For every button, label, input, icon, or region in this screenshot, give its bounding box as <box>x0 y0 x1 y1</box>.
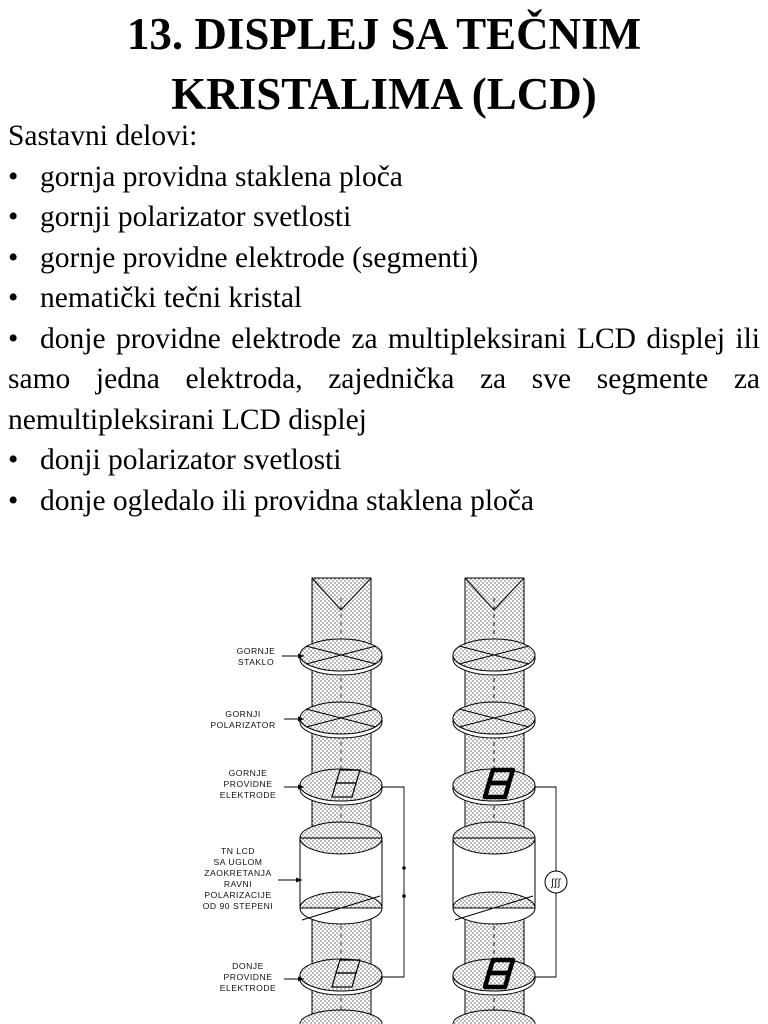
bullet: • <box>8 444 19 476</box>
bullet: • <box>8 282 19 314</box>
bullet: • <box>8 241 19 274</box>
right-bottom-disc-edge <box>452 1009 536 1024</box>
label-line: ZAOKRETANJA <box>204 868 271 878</box>
label-gornji-polarizator: GORNJI POLARIZATOR <box>210 709 304 730</box>
label-line: STAKLO <box>238 657 274 667</box>
label-line: TN LCD <box>221 846 255 856</box>
left-top-glass-disc <box>299 638 383 676</box>
right-top-polarizer-disc <box>452 701 536 739</box>
list-item-text: gornja providna staklena ploča <box>40 160 403 193</box>
label-line: POLARIZATOR <box>210 720 275 730</box>
title-line-2: KRISTALIMA (LCD) <box>171 69 597 119</box>
left-top-segment-outline <box>331 769 361 798</box>
label-gornje-elektrode: GORNJE PROVIDNE ELEKTRODE <box>220 768 304 800</box>
label-line: PROVIDNE <box>224 972 273 982</box>
page-title: 13. DISPLEJ SA TEČNIM KRISTALIMA (LCD) <box>0 4 768 124</box>
list-item: •donje providne elektrode za multipleksi… <box>8 319 760 441</box>
list-item-text: donje ogledalo ili providna staklena plo… <box>40 484 534 517</box>
ac-source <box>544 870 568 894</box>
label-line: GORNJE <box>229 768 268 778</box>
switch-contact <box>402 894 406 898</box>
list-item-text: gornji polarizator svetlosti <box>40 201 352 233</box>
lcd-structure-diagram: ʃʃʃ GORNJE STAKLO GORNJI POLARIZATOR GOR… <box>203 577 568 1024</box>
label-donje-elektrode: DONJE PROVIDNE ELEKTRODE <box>220 961 304 993</box>
right-wire <box>535 893 557 978</box>
label-line: SA UGLOM <box>214 857 263 867</box>
list-item: • gornji polarizator svetlosti <box>8 197 760 238</box>
right-wire <box>535 786 557 871</box>
label-line: GORNJE <box>237 646 276 656</box>
title-line-1: 13. DISPLEJ SA TEČNIM <box>126 9 642 59</box>
intro-text: Sastavni delovi: <box>8 120 198 152</box>
left-lc-cylinder <box>299 821 383 925</box>
list-item-text: donje providne elektrode za multipleksir… <box>8 322 760 436</box>
left-top-electrode-disc <box>299 768 383 806</box>
right-top-electrode-disc <box>452 767 536 806</box>
label-gornje-staklo: GORNJE STAKLO <box>237 646 304 667</box>
list-item: • gornja providna staklena ploča <box>8 157 760 198</box>
left-wire <box>382 786 405 978</box>
right-top-segment-active <box>482 767 516 800</box>
right-top-glass-disc <box>452 638 536 676</box>
right-bottom-electrode-disc <box>452 957 536 996</box>
bullet: • <box>8 160 19 193</box>
bullet: • <box>8 484 19 517</box>
label-line: ELEKTRODE <box>220 790 277 800</box>
list-item: • donje ogledalo ili providna staklena pl… <box>8 481 760 522</box>
ac-source-symbol-icon: ʃʃʃ <box>550 878 562 889</box>
right-bottom-segment-active <box>482 957 516 990</box>
bullet: • <box>8 322 19 355</box>
label-line: ELEKTRODE <box>220 983 277 993</box>
switch-contact <box>402 866 406 870</box>
label-line: PROVIDNE <box>224 779 273 789</box>
left-bottom-electrode-disc <box>299 958 383 996</box>
list-item: • nematički tečni kristal <box>8 278 760 319</box>
right-lc-cylinder <box>452 821 536 925</box>
list-item: • gornje providne elektrode (segmenti) <box>8 238 760 279</box>
list-item-text: donji polarizator svetlosti <box>40 444 342 476</box>
left-bottom-disc-edge <box>299 1009 383 1024</box>
component-list: Sastavni delovi: • gornja providna stakle… <box>8 116 760 521</box>
bullet: • <box>8 201 19 233</box>
list-item-text: nematički tečni kristal <box>40 282 303 314</box>
list-item-text: gornje providne elektrode (segmenti) <box>40 241 479 274</box>
label-line: POLARIZACIJE <box>204 890 271 900</box>
label-line: GORNJI <box>225 709 260 719</box>
label-line: RAVNI <box>224 879 252 889</box>
label-tn-lcd: TN LCD SA UGLOM ZAOKRETANJA RAVNI POLARI… <box>203 846 302 911</box>
left-top-polarizer-disc <box>299 701 383 739</box>
label-line: OD 90 STEPENI <box>203 901 274 911</box>
list-item: • donji polarizator svetlosti <box>8 440 760 481</box>
label-line: DONJE <box>232 961 264 971</box>
left-bottom-segment-outline <box>331 959 361 988</box>
